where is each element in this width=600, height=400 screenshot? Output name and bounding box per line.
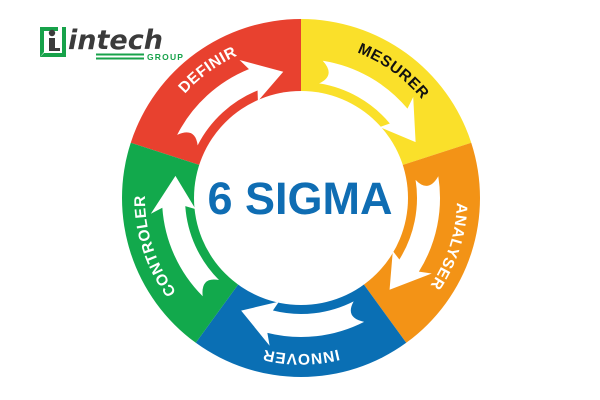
center-title: 6 SIGMA: [207, 173, 392, 224]
logo-group-text: GROUP: [147, 52, 184, 62]
logo-wordmark: intech: [68, 25, 163, 56]
arrow-controler-icon: [150, 175, 219, 297]
intech-logo: intech GROUP: [40, 25, 184, 62]
arrow-mesurer-icon: [319, 60, 416, 143]
cycle-arrows: [150, 60, 441, 346]
center-disc: [194, 91, 408, 305]
logo-i-icon: [40, 27, 66, 57]
arrow-definir-icon: [177, 60, 284, 146]
label-innover: INNOVER: [261, 346, 341, 367]
arrow-innover-icon: [241, 301, 365, 346]
arrow-analyser-icon: [389, 176, 441, 290]
logo-line-long: [96, 53, 144, 56]
logo-line-short: [96, 57, 144, 60]
